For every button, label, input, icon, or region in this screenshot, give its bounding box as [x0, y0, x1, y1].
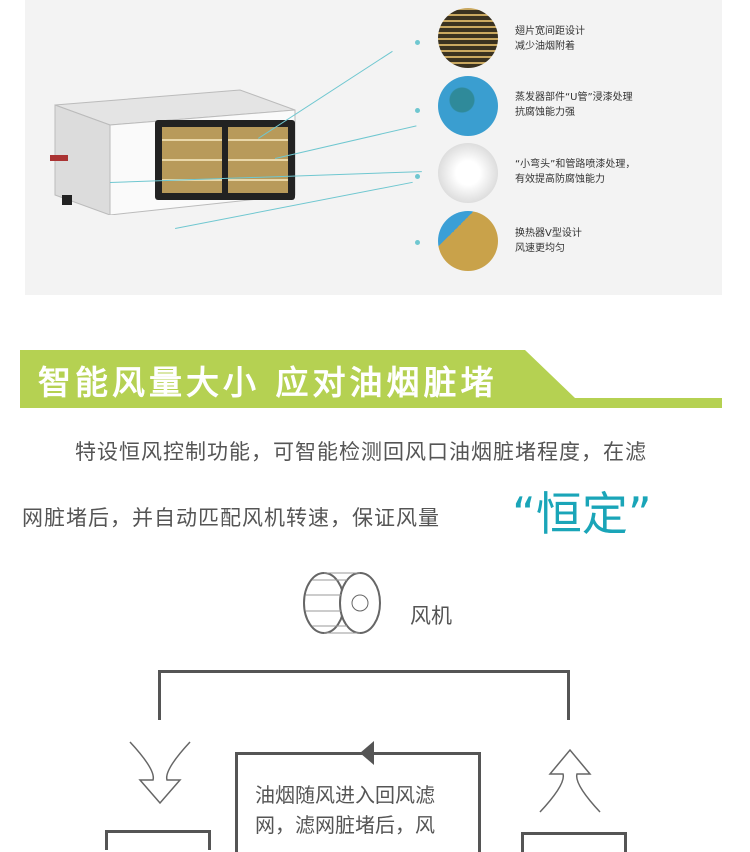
feature-text: “小弯头”和管路喷漆处理，: [515, 159, 636, 170]
process-text-line: 网，滤网脏堵后，风: [255, 813, 435, 837]
description-line-2: 网脏堵后，并自动匹配风机转速，保证风量: [22, 506, 440, 530]
feature-2: 蒸发器部件“U管”浸漆处理抗腐蚀能力强: [515, 90, 633, 120]
product-feature-panel: 翅片宽间距设计减少油烟附着 蒸发器部件“U管”浸漆处理抗腐蚀能力强 “小弯头”和…: [25, 0, 722, 295]
u-tube-photo: [438, 76, 498, 136]
section-title: 智能风量大小 应对油烟脏堵: [38, 363, 498, 402]
left-arrow-icon: [360, 741, 374, 765]
feature-4: 换热器V型设计风速更均匀: [515, 226, 582, 256]
unit-box: [521, 832, 627, 852]
v-heat-exchanger-photo: [438, 211, 498, 271]
airflow-line: [158, 670, 161, 720]
down-arrow-icon: [129, 741, 191, 805]
process-text-line: 油烟随风进入回风滤: [255, 783, 435, 807]
airflow-line: [158, 670, 570, 673]
feature-text: 减少油烟附着: [515, 41, 575, 52]
process-text: 油烟随风进入回风滤 网，滤网脏堵后，风: [255, 780, 435, 840]
highlight-constant: “恒定”: [512, 487, 652, 541]
feature-1: 翅片宽间距设计减少油烟附着: [515, 24, 585, 54]
duct-unit-image: [50, 85, 300, 216]
section-banner: [20, 350, 722, 408]
up-arrow-icon: [539, 748, 601, 813]
feature-text: 抗腐蚀能力强: [515, 107, 575, 118]
feature-3: “小弯头”和管路喷漆处理， 有效提高防腐蚀能力: [515, 157, 635, 187]
feature-text: 翅片宽间距设计: [515, 26, 585, 37]
fan-label: 风机: [410, 604, 452, 628]
fin-spacing-photo: [438, 8, 498, 68]
feature-text: 风速更均匀: [515, 243, 565, 254]
feature-text: 换热器V型设计: [515, 228, 582, 239]
elbow-pipe-photo: [438, 143, 498, 203]
process-box: [235, 752, 481, 852]
feature-text: 蒸发器部件“U管”浸漆处理: [515, 92, 633, 103]
filter-box: [105, 830, 211, 850]
fan-icon: [302, 570, 384, 640]
description-line-1: 特设恒风控制功能，可智能检测回风口油烟脏堵程度，在滤: [75, 440, 647, 464]
airflow-line: [567, 670, 570, 720]
feature-text: 有效提高防腐蚀能力: [515, 174, 605, 185]
